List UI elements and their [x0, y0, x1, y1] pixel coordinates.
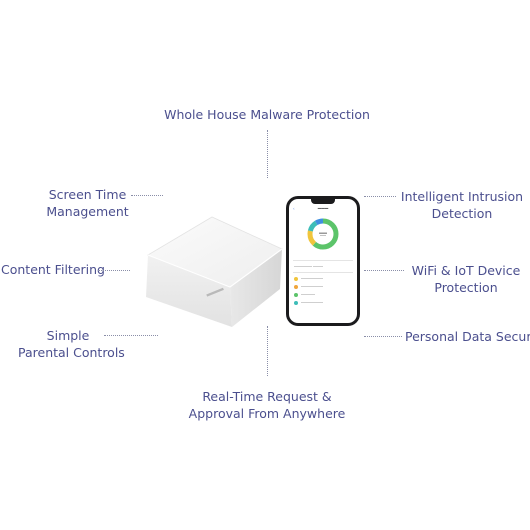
- screen-list-item: [294, 275, 323, 282]
- router-device-icon: [146, 216, 283, 327]
- screen-divider: [293, 260, 353, 261]
- feature-parental-controls: Simple Parental Controls: [18, 327, 125, 361]
- feature-personal-data-label: Personal Data Security: [405, 329, 530, 344]
- screen-list-item: [294, 283, 323, 290]
- feature-intrusion-detection: Intelligent Intrusion Detection: [400, 188, 524, 222]
- feature-screen-time-line2: Management: [46, 204, 129, 219]
- connector-bottom: [267, 326, 268, 376]
- screen-divider: [293, 272, 353, 273]
- connector-intrusion: [364, 196, 396, 197]
- back-arrow-icon: ‹: [293, 206, 295, 211]
- smartphone-icon: ‹ ▬▬▬: [286, 196, 360, 326]
- phone-screen: ‹ ▬▬▬: [289, 199, 357, 323]
- feature-screen-time-line1: Screen Time: [48, 187, 127, 202]
- feature-parental-line1: Simple: [46, 328, 90, 343]
- connector-parental: [104, 335, 158, 336]
- feature-parental-line2: Parental Controls: [18, 345, 125, 360]
- feature-content-filtering-label: Content Filtering: [1, 262, 105, 277]
- feature-realtime-request: Real-Time Request & Approval From Anywhe…: [170, 388, 364, 422]
- connector-content-filtering: [98, 270, 130, 271]
- connector-top: [267, 130, 268, 178]
- feature-realtime-line2: Approval From Anywhere: [188, 406, 346, 421]
- donut-chart-icon: [307, 218, 339, 250]
- feature-personal-data-security: Personal Data Security: [405, 328, 530, 345]
- screen-row-header: [294, 263, 323, 270]
- connector-personal-data: [364, 336, 402, 337]
- screen-title-placeholder: ▬▬▬: [317, 206, 329, 210]
- feature-whole-house-malware: Whole House Malware Protection: [150, 106, 384, 123]
- feature-intrusion-line1: Intelligent Intrusion: [400, 189, 524, 204]
- feature-content-filtering: Content Filtering: [1, 261, 105, 278]
- feature-screen-time: Screen Time Management: [30, 186, 145, 220]
- feature-wifi-iot-line2: Protection: [434, 280, 498, 295]
- feature-whole-house-label: Whole House Malware Protection: [164, 107, 370, 122]
- screen-list-item: [294, 291, 315, 298]
- feature-intrusion-line2: Detection: [431, 206, 493, 221]
- screen-list-item: [294, 299, 323, 306]
- feature-wifi-iot-line1: WiFi & IoT Device: [411, 263, 521, 278]
- phone-notch: [311, 199, 335, 204]
- feature-realtime-line1: Real-Time Request &: [202, 389, 332, 404]
- feature-wifi-iot: WiFi & IoT Device Protection: [408, 262, 524, 296]
- connector-screen-time: [131, 195, 163, 196]
- connector-wifi-iot: [364, 270, 404, 271]
